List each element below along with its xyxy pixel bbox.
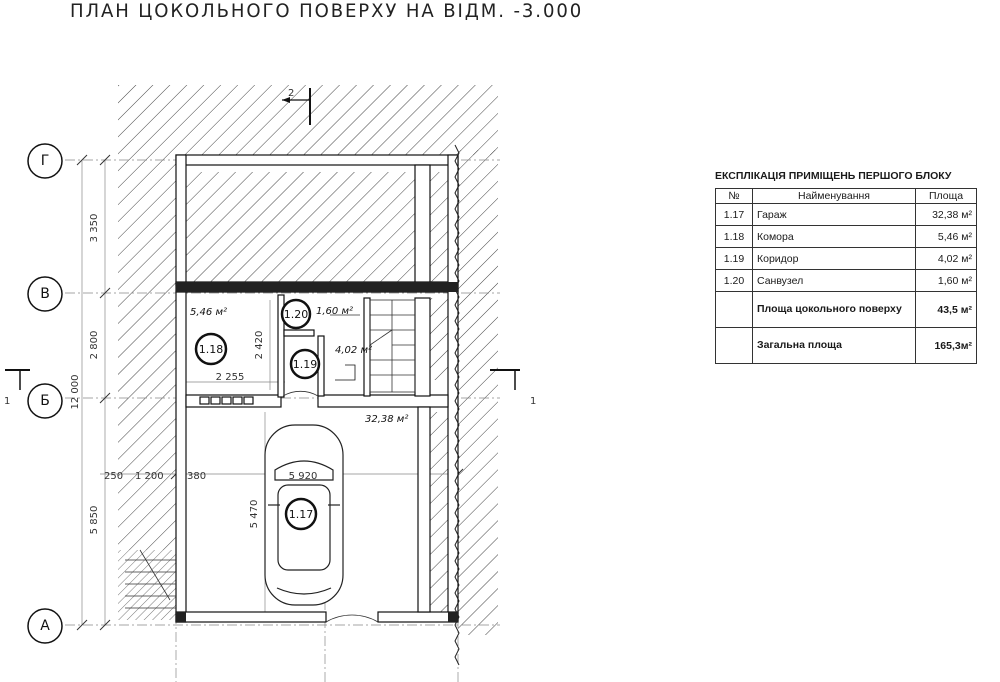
dim-2800: 2 800 — [89, 331, 100, 360]
svg-text:А: А — [40, 618, 50, 634]
insulation-line — [454, 144, 460, 666]
dim-2255: 2 255 — [216, 372, 245, 383]
cell-number: 1.18 — [715, 225, 753, 248]
axis-bubble-g: Г — [27, 143, 63, 179]
drawing-title: ПЛАН ЦОКОЛЬНОГО ПОВЕРХУ НА ВІДМ. -3.000 — [70, 0, 584, 22]
section-marker-left — [5, 369, 30, 390]
header-area: Площа — [915, 188, 977, 204]
explication-table: № Найменування Площа 1.17 Гараж 32,38 м²… — [715, 188, 977, 364]
header-name: Найменування — [752, 188, 916, 204]
svg-text:Г: Г — [41, 153, 50, 169]
svg-text:В: В — [40, 286, 50, 302]
table-total-row: Площа цокольного поверху 43,5 м² — [715, 291, 977, 328]
room-number-1.17: 1.17 — [289, 508, 314, 521]
section-label-right: 1 — [530, 396, 536, 407]
wall-fill-dark — [176, 282, 458, 622]
table-row: 1.17 Гараж 32,38 м² — [715, 203, 977, 226]
floor-plan-drawing: 1.18 1.20 1.19 1.17 5,46 м² 1,60 м² 4,02… — [4, 85, 536, 682]
room-area-1.18: 5,46 м² — [190, 307, 227, 318]
header-number: № — [715, 188, 753, 204]
table-row: 1.18 Комора 5,46 м² — [715, 225, 977, 248]
cell-area: 5,46 м² — [915, 225, 977, 248]
cell-number-empty — [715, 291, 753, 328]
section-marker-right — [490, 369, 520, 390]
room-explication: ЕКСПЛІКАЦІЯ ПРИМІЩЕНЬ ПЕРШОГО БЛОКУ № На… — [715, 170, 977, 364]
table-total-row: Загальна площа 165,3м² — [715, 327, 977, 364]
cell-total-name: Загальна площа — [752, 327, 916, 364]
dim-1200: 1 200 — [135, 471, 164, 482]
room-marker-1.19 — [289, 348, 321, 380]
cell-total-area: 43,5 м² — [915, 291, 977, 328]
cell-area: 1,60 м² — [915, 269, 977, 292]
cell-name: Гараж — [752, 203, 916, 226]
dim-5470: 5 470 — [249, 500, 260, 529]
staircase — [330, 299, 416, 393]
room-area-1.19: 4,02 м² — [335, 345, 372, 356]
door-swings — [282, 390, 379, 623]
cell-number: 1.17 — [715, 203, 753, 226]
dim-5850: 5 850 — [89, 506, 100, 535]
room-marker-1.17 — [284, 497, 318, 531]
room-markers: 1.18 1.20 1.19 1.17 — [194, 298, 321, 531]
dim-380: 380 — [187, 471, 206, 482]
exterior-stair — [125, 549, 176, 609]
cell-name: Комора — [752, 225, 916, 248]
table-row: 1.19 Коридор 4,02 м² — [715, 247, 977, 270]
section-marker-top — [282, 88, 311, 125]
room-marker-1.20 — [280, 298, 312, 330]
axis-bubble-a: А — [27, 608, 63, 644]
cell-area: 4,02 м² — [915, 247, 977, 270]
cell-name: Коридор — [752, 247, 916, 270]
table-title: ЕКСПЛІКАЦІЯ ПРИМІЩЕНЬ ПЕРШОГО БЛОКУ — [715, 170, 952, 182]
cell-total-name: Площа цокольного поверху — [752, 291, 916, 328]
dim-5920: 5 920 — [289, 471, 318, 482]
dim-250: 250 — [104, 471, 123, 482]
dim-3350: 3 350 — [89, 214, 100, 243]
table-row: 1.20 Санвузел 1,60 м² — [715, 269, 977, 292]
room-marker-1.18 — [194, 332, 228, 366]
room-number-1.20: 1.20 — [284, 308, 309, 321]
dim-12000: 12 000 — [70, 375, 81, 410]
svg-text:Б: Б — [40, 393, 50, 409]
axis-bubble-v: В — [27, 276, 63, 312]
cell-number: 1.20 — [715, 269, 753, 292]
room-number-1.18: 1.18 — [199, 343, 224, 356]
cell-number-empty — [715, 327, 753, 364]
section-label-top: 2 — [288, 88, 294, 99]
room-area-1.20: 1,60 м² — [316, 306, 353, 317]
cell-total-area: 165,3м² — [915, 327, 977, 364]
cell-name: Санвузел — [752, 269, 916, 292]
dim-2420: 2 420 — [254, 331, 265, 360]
shelf-row — [199, 396, 254, 405]
room-number-1.19: 1.19 — [293, 358, 318, 371]
section-label-left: 1 — [4, 396, 10, 407]
cell-area: 32,38 м² — [915, 203, 977, 226]
cell-number: 1.19 — [715, 247, 753, 270]
table-header-row: № Найменування Площа — [715, 188, 977, 204]
room-area-1.17: 32,38 м² — [365, 414, 408, 425]
axis-bubble-b: Б — [27, 383, 63, 419]
